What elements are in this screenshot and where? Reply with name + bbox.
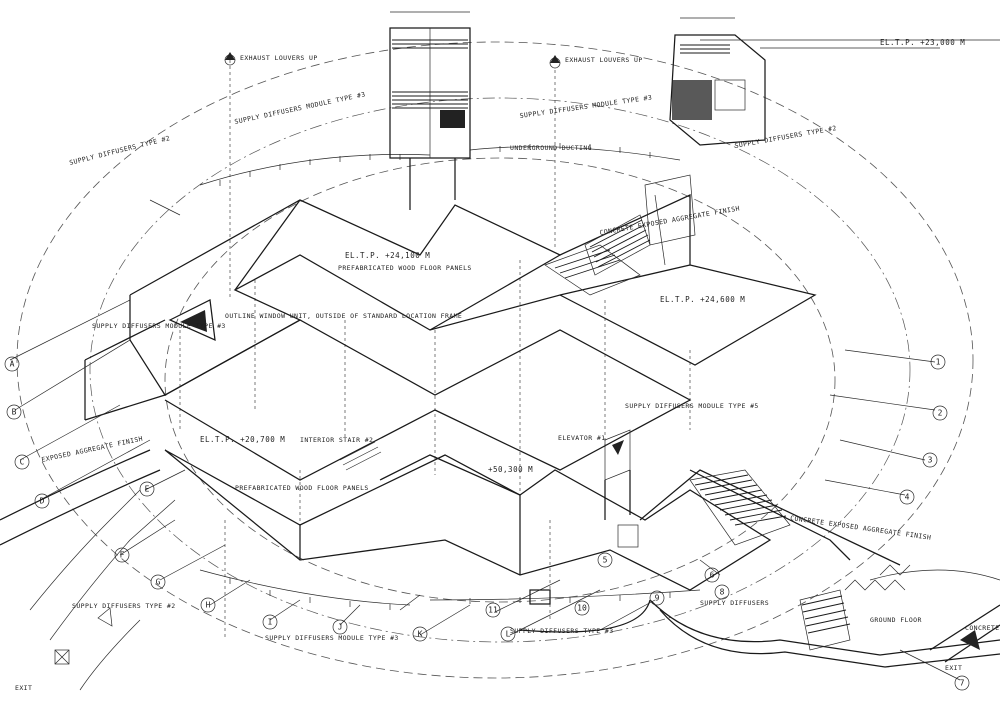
grid-label-g: G [156, 578, 161, 587]
grid-label-i: I [268, 618, 273, 627]
grid-bubble-h: H [200, 597, 216, 613]
grid-label-2: 2 [938, 409, 943, 418]
grid-bubble-11: 11 [485, 602, 501, 618]
note-window-unit: OUTLINE WINDOW UNIT, OUTSIDE OF STANDARD… [225, 312, 462, 320]
grid-bubble-10: 10 [574, 600, 590, 616]
note-concrete-exposed: CONCRETE EXPOSED AGGREGATE FINISH [599, 204, 741, 237]
note-concrete-exposed-right: CONCRETE EXPOSED AGGREGATE FINISH [790, 514, 932, 542]
grid-label-a: A [10, 360, 15, 369]
grid-label-7: 7 [960, 679, 965, 688]
lower-small-details [97, 524, 980, 650]
grid-bubble-9: 9 [649, 590, 665, 606]
grid-bubble-a: A [4, 356, 20, 372]
grid-bubble-8: 8 [714, 584, 730, 600]
note-underground-duct: UNDERGROUND DUCTING [510, 144, 592, 152]
note-supply-upper-right: SUPPLY DIFFUSERS TYPE #2 [734, 124, 837, 150]
grid-bubble-l: L [500, 626, 516, 642]
grid-label-d: D [40, 497, 45, 506]
note-prefab-lower: PREFABRICATED WOOD FLOOR PANELS [235, 484, 369, 492]
site-road-left [0, 449, 176, 691]
grid-bubble-e: E [139, 481, 155, 497]
elevation-upper-mid: EL.T.P. +24,100 M [345, 251, 430, 260]
grid-bubbles-numbered: 1 2 3 4 5 6 7 8 9 10 11 [485, 354, 970, 691]
note-supply-lower-mid: SUPPLY DIFFUSERS MODULE TYPE #3 [265, 634, 399, 642]
site-edge-wall [519, 569, 1000, 668]
stair-upper-center [544, 214, 651, 296]
site-boundary-ellipses [16, 41, 974, 679]
grid-bubble-7: 7 [954, 675, 970, 691]
note-supply-left-mid: SUPPLY DIFFUSERS MODULE TYPE #3 [92, 322, 226, 330]
grid-bubble-c: C [14, 454, 30, 470]
note-exit-left: EXIT [15, 684, 32, 692]
elevation-center: +50,300 M [488, 465, 533, 474]
grid-bubble-g: G [150, 574, 166, 590]
grid-bubbles-lettered: A B C D E F G H I J K L [4, 356, 516, 642]
grid-bubble-2: 2 [932, 405, 948, 421]
elevation-top-right: EL.T.P. +23,000 M [880, 38, 965, 47]
grid-label-5: 5 [603, 556, 608, 565]
grid-label-11: 11 [488, 606, 498, 615]
note-ground-floor: GROUND FLOOR [870, 616, 922, 624]
note-exit-right: EXIT [945, 664, 962, 672]
vertical-dashed-projections [179, 60, 691, 640]
grid-bubble-5: 5 [597, 552, 613, 568]
note-prefab-upper: PREFABRICATED WOOD FLOOR PANELS [338, 264, 472, 272]
stair-tower-left [389, 27, 471, 210]
grid-bubble-i: I [262, 614, 278, 630]
grid-label-l: L [506, 630, 511, 639]
note-supply-upper-mid: SUPPLY DIFFUSERS MODULE TYPE #3 [519, 93, 653, 120]
grid-label-10: 10 [577, 604, 587, 613]
grid-label-3: 3 [928, 456, 933, 465]
exhaust-markers [224, 52, 561, 69]
grid-label-9: 9 [655, 594, 660, 603]
note-supply-lower-center: SUPPLY DIFFUSERS TYPE #3 [510, 627, 614, 635]
note-exhaust-right: EXHAUST LOUVERS UP [565, 56, 643, 64]
elevation-left: EL.T.P. +20,700 M [200, 435, 285, 444]
note-supply-lower-left: SUPPLY DIFFUSERS TYPE #2 [72, 602, 176, 610]
grid-label-h: H [206, 601, 211, 610]
interior-stair-center [339, 441, 382, 471]
grid-label-6: 6 [710, 571, 715, 580]
grid-label-k: K [418, 630, 423, 639]
grid-bubble-4: 4 [899, 489, 915, 505]
grid-bubble-k: K [412, 626, 428, 642]
grid-label-f: F [120, 551, 125, 560]
leader-lines [9, 199, 961, 681]
note-interior-stair: INTERIOR STAIR #2 [300, 436, 373, 444]
annotations: EXHAUST LOUVERS UP EXHAUST LOUVERS UP SU… [15, 38, 1000, 692]
note-supply-upper-left: SUPPLY DIFFUSERS MODULE TYPE #3 [234, 90, 366, 126]
grid-bubble-f: F [114, 547, 130, 563]
note-exhaust-left: EXHAUST LOUVERS UP [240, 54, 318, 62]
window-unit-detail [168, 299, 216, 342]
grid-bubble-1: 1 [930, 354, 946, 370]
grid-label-8: 8 [720, 588, 725, 597]
grid-label-c: C [20, 458, 25, 467]
grid-label-1: 1 [936, 358, 941, 367]
note-concrete-far-right: CONCRETE [965, 624, 1000, 632]
top-right-dimension [390, 11, 1000, 49]
note-supply-center-right: SUPPLY DIFFUSERS MODULE TYPE #5 [625, 402, 759, 410]
grid-bubble-6: 6 [704, 567, 720, 583]
stair-lower-right [689, 469, 911, 651]
grid-bubble-3: 3 [922, 452, 938, 468]
grid-bubble-j: J [332, 619, 348, 635]
elevator-shaft [604, 429, 631, 520]
grid-bubble-d: D [34, 493, 50, 509]
elevation-mid-right: EL.T.P. +24,600 M [660, 295, 745, 304]
note-supply-lower-right: SUPPLY DIFFUSERS [700, 599, 769, 607]
grid-label-4: 4 [905, 493, 910, 502]
note-supply-far-left: SUPPLY DIFFUSERS TYPE #2 [69, 134, 171, 167]
grid-label-e: E [145, 485, 150, 494]
stair-tower-right [644, 34, 766, 266]
grid-bubble-b: B [6, 404, 22, 420]
note-elevator: ELEVATOR #1 [558, 434, 605, 442]
grid-label-b: B [12, 408, 17, 417]
grid-label-j: J [338, 623, 343, 632]
building-floor-plates [84, 194, 901, 591]
